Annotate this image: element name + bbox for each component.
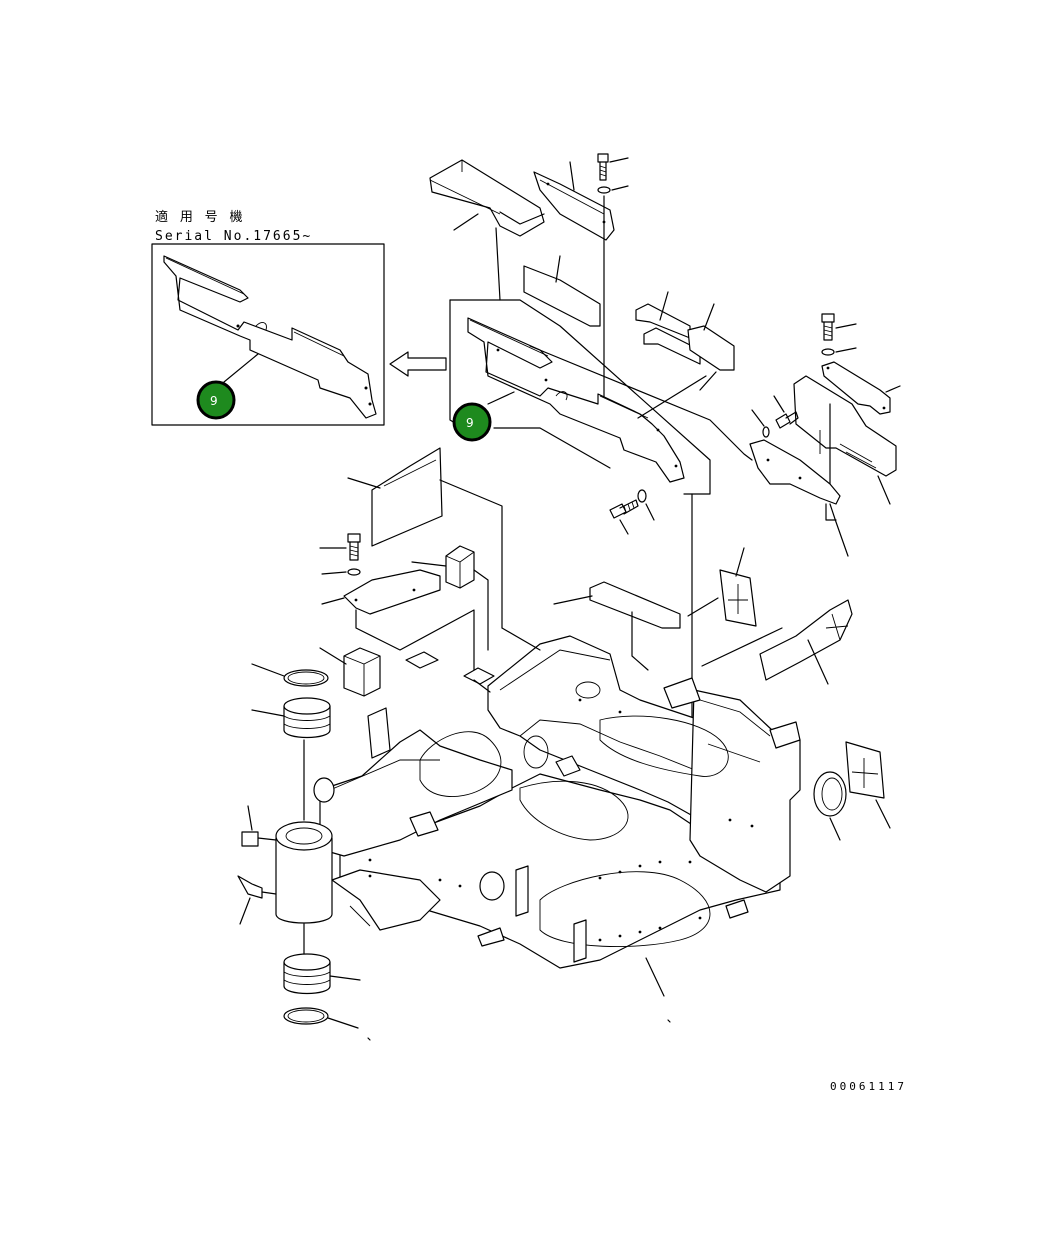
main-frame — [275, 627, 801, 1023]
right-parts-cluster — [529, 313, 901, 841]
drawing-code: 00061117 — [830, 1080, 907, 1093]
bushing-stack — [237, 663, 371, 1041]
left-middle-parts — [319, 447, 681, 697]
callout-inset[interactable]: 9 — [196, 380, 236, 420]
inset-arrow — [389, 351, 447, 377]
inset-box — [151, 243, 385, 426]
callout-main-label: 9 — [466, 416, 474, 430]
serial-note-number: Serial No.17665~ — [155, 229, 312, 244]
upper-parts-cluster — [429, 153, 735, 831]
callout-main[interactable]: 9 — [452, 402, 492, 442]
callout-inset-label: 9 — [210, 394, 218, 408]
serial-note-heading: 適 用 号 機 — [155, 209, 244, 225]
